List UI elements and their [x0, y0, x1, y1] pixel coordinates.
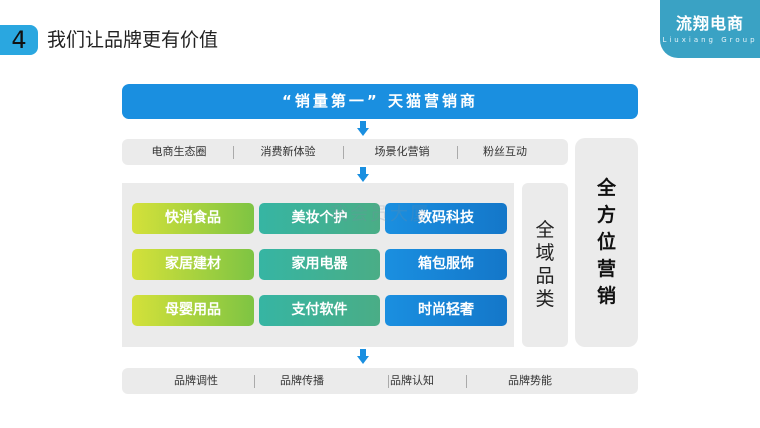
label-char: 品	[535, 265, 555, 287]
label-char: 域	[535, 242, 555, 264]
feature-bar: 电商生态圈 消费新体验 场景化营销 粉丝互动	[122, 139, 568, 165]
logo-text: 流翔电商	[675, 14, 744, 33]
divider	[233, 146, 234, 159]
all-category-label: 全 域 品 类	[522, 183, 568, 347]
logo-subtext: Liuxiang Group	[662, 36, 758, 44]
divider	[343, 146, 344, 159]
feature-item: 场景化营销	[374, 145, 430, 158]
omni-marketing-label: 全 方 位 营 销	[575, 138, 638, 347]
page-title: 我们让品牌更有价值	[47, 29, 219, 51]
divider	[457, 146, 458, 159]
divider	[388, 375, 389, 388]
label-char: 营	[596, 258, 616, 280]
label-char: 销	[596, 285, 616, 307]
section-number: 4	[0, 25, 38, 55]
label-char: 全	[596, 177, 616, 199]
category-tile: 美妆个护	[259, 203, 380, 234]
label-char: 类	[535, 288, 555, 310]
divider	[254, 375, 255, 388]
top-banner: “销量第一” 天猫营销商	[122, 84, 638, 119]
brand-value-bar: 品牌调性 品牌传播 品牌认知 品牌势能	[122, 368, 638, 394]
divider	[466, 375, 467, 388]
category-tile: 支付软件	[259, 295, 380, 326]
category-tile: 时尚轻奢	[385, 295, 507, 326]
category-grid: 快消食品 美妆个护 数码科技 家居建材 家用电器 箱包服饰 母婴用品 支付软件 …	[122, 183, 514, 347]
feature-item: 消费新体验	[260, 145, 316, 158]
label-char: 方	[596, 204, 616, 226]
category-tile: 母婴用品	[132, 295, 254, 326]
category-tile: 数码科技	[385, 203, 507, 234]
watermark: 我会员大厦	[330, 204, 430, 225]
category-tile: 箱包服饰	[385, 249, 507, 280]
category-tile: 家居建材	[132, 249, 254, 280]
label-char: 全	[535, 219, 555, 241]
brand-logo: 流翔电商 Liuxiang Group	[660, 0, 760, 58]
brand-item: 品牌传播	[280, 374, 324, 387]
arrow-down-icon	[357, 167, 369, 183]
brand-item: 品牌势能	[508, 374, 552, 387]
label-char: 位	[596, 231, 616, 253]
arrow-down-icon	[357, 121, 369, 137]
brand-item: 品牌调性	[174, 374, 218, 387]
category-tile: 快消食品	[132, 203, 254, 234]
feature-item: 粉丝互动	[483, 145, 527, 158]
category-tile: 家用电器	[259, 249, 380, 280]
feature-item: 电商生态圈	[151, 145, 207, 158]
arrow-down-icon	[357, 349, 369, 365]
brand-item: 品牌认知	[390, 374, 434, 387]
